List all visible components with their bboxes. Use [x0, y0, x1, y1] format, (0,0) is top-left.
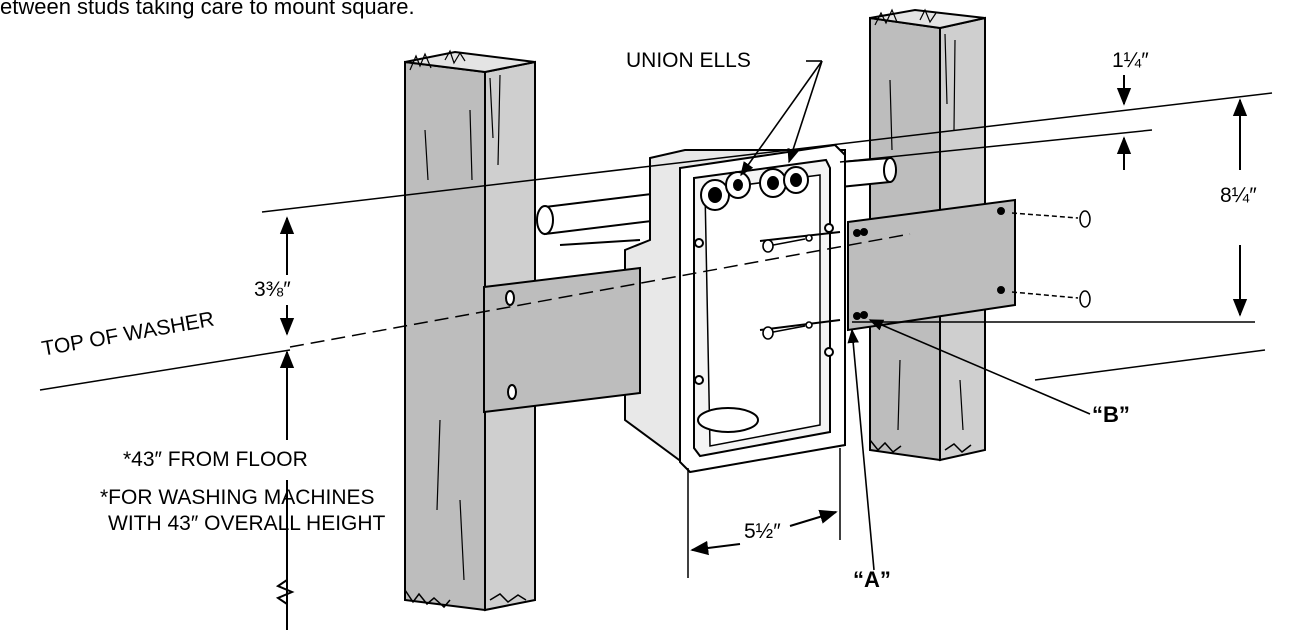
label-from-floor: *43″ FROM FLOOR	[123, 448, 308, 471]
header-text: etween studs taking care to mount square…	[0, 0, 415, 19]
leader-lines	[740, 60, 1091, 571]
label-point-b: “B”	[1092, 402, 1130, 427]
left-mounting-plate	[483, 266, 641, 414]
dimension-guide-lines	[39, 92, 1273, 578]
label-note-line1: *FOR WASHING MACHINES	[100, 486, 375, 509]
label-note-line2: WITH 43″ OVERALL HEIGHT	[108, 512, 386, 535]
exploded-screws	[1011, 210, 1091, 308]
label-dim-top: 1¼″	[1112, 49, 1149, 72]
dimension-arrows	[275, 75, 1248, 630]
union-ells	[700, 166, 809, 211]
label-dim-height: 8¼″	[1220, 184, 1257, 207]
washer-box	[624, 143, 846, 474]
label-dim-width: 5½″	[744, 520, 781, 543]
label-point-a: “A”	[853, 567, 891, 592]
mounting-screws	[762, 234, 813, 340]
left-pipe	[536, 191, 661, 236]
label-union-ells: UNION ELLS	[626, 49, 751, 72]
right-mounting-plate	[847, 198, 1016, 332]
left-stud	[404, 49, 536, 612]
back-mounting-strap	[559, 239, 641, 246]
label-dim-offset: 3⅜″	[254, 278, 291, 301]
right-pipe	[839, 156, 897, 189]
